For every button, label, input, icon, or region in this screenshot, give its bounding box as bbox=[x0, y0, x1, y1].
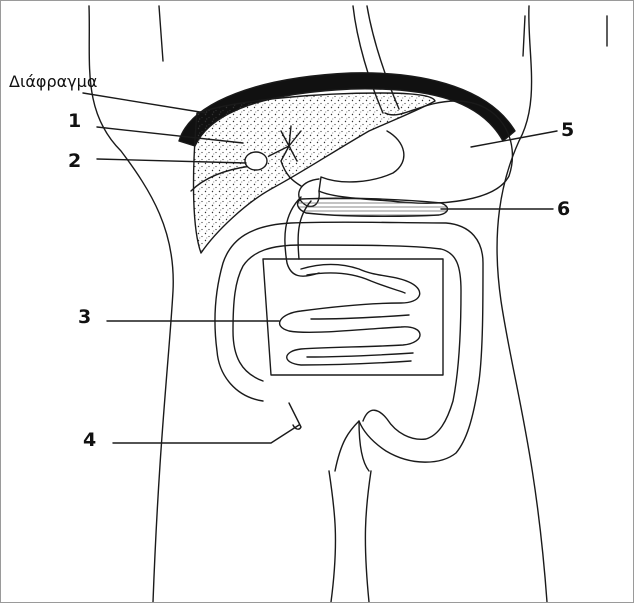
leader-line-diaphragm bbox=[83, 93, 206, 113]
diaphragm-label: Διάφραγμα bbox=[9, 72, 97, 91]
pancreas bbox=[298, 198, 448, 216]
small-intestine-frame bbox=[263, 259, 443, 375]
label-3: 3 bbox=[78, 306, 91, 328]
label-6: 6 bbox=[557, 198, 570, 220]
label-5: 5 bbox=[561, 119, 574, 141]
torso-right-outline bbox=[497, 6, 547, 602]
liver bbox=[194, 93, 435, 253]
label-2: 2 bbox=[68, 150, 81, 172]
rectum bbox=[359, 421, 369, 471]
neck-line-left bbox=[159, 6, 163, 61]
leader-line-4 bbox=[113, 425, 299, 443]
small-intestine-coils bbox=[280, 265, 420, 366]
small-intestine-coils-inner bbox=[307, 273, 413, 357]
leg-right bbox=[365, 471, 371, 602]
label-1: 1 bbox=[68, 110, 81, 132]
label-4: 4 bbox=[83, 429, 96, 451]
leader-line-5 bbox=[471, 131, 557, 147]
neck-line-right bbox=[523, 16, 525, 56]
gallbladder bbox=[245, 152, 267, 170]
leg-left bbox=[329, 471, 335, 602]
